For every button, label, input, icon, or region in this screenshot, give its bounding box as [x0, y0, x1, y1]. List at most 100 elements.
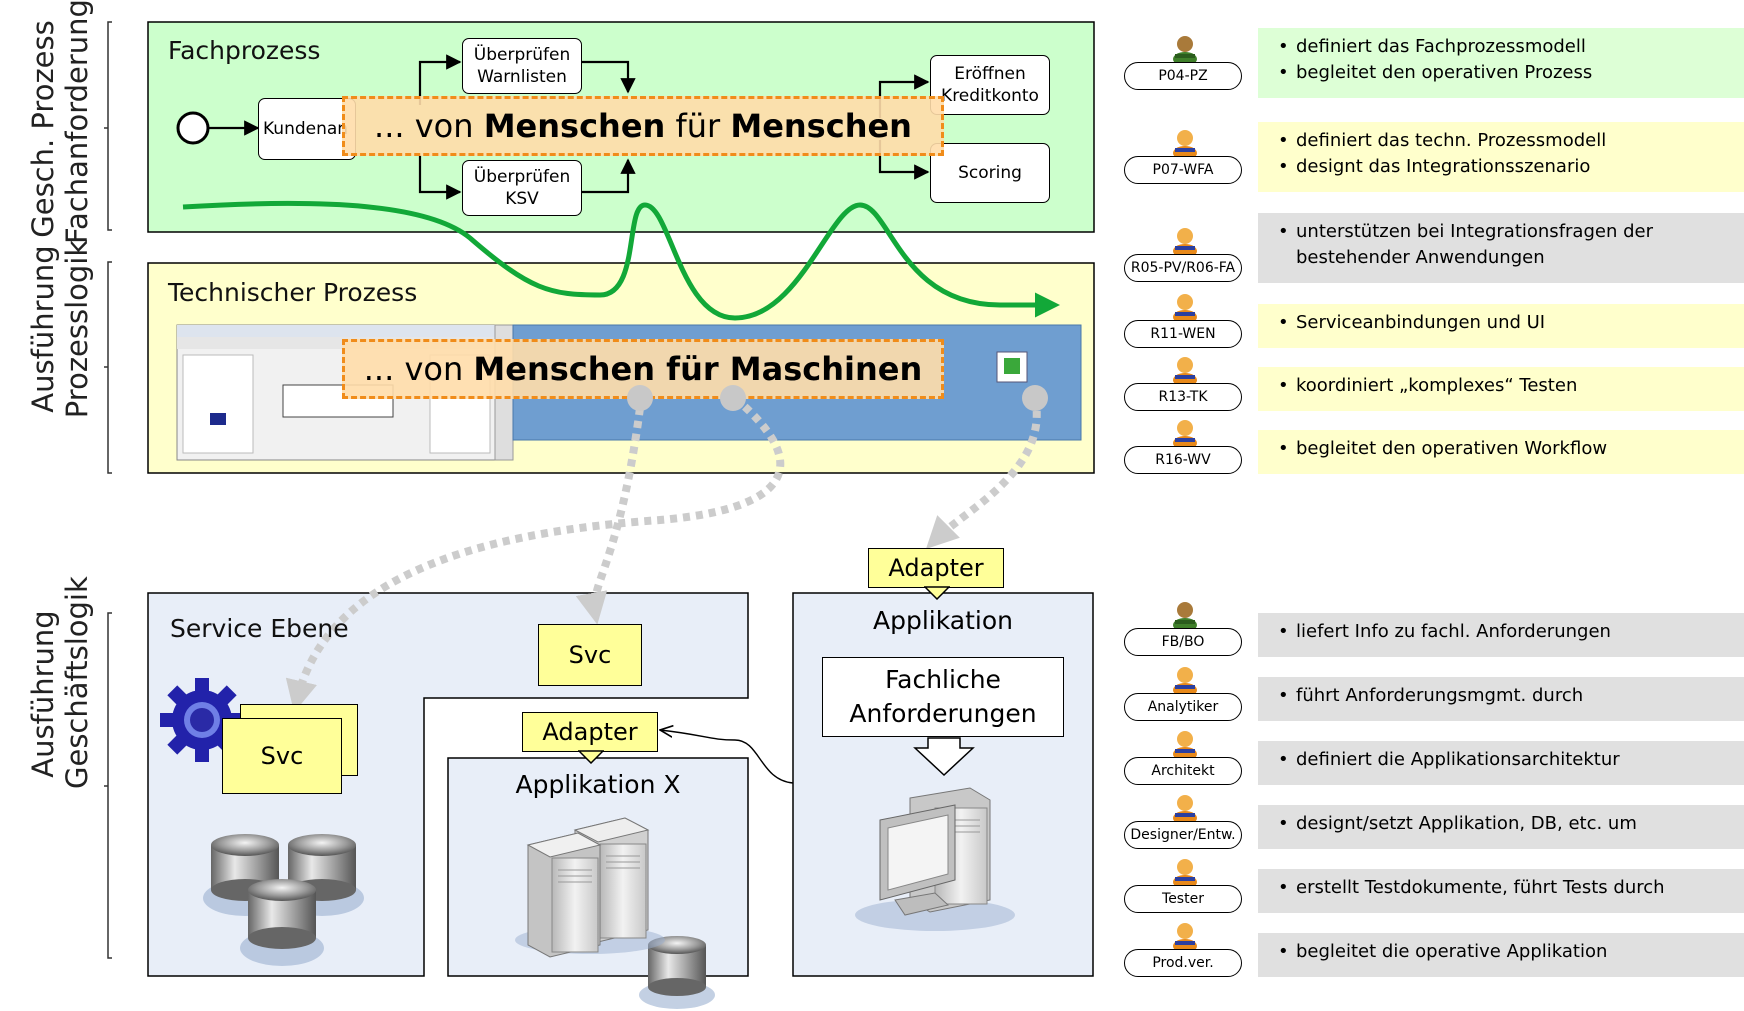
- database-cluster-icon: [203, 834, 364, 966]
- requirements-box: Fachliche Anforderungen: [822, 657, 1064, 737]
- person-icon: [1173, 420, 1197, 448]
- role-label: Analytiker: [1124, 693, 1242, 721]
- workstation-icon: [855, 787, 1015, 931]
- role-label: P07-WFA: [1124, 156, 1242, 184]
- role-description-item: begleitet die operative Applikation: [1296, 939, 1734, 965]
- role-description: Serviceanbindungen und UI: [1258, 304, 1744, 348]
- role-label: Tester: [1124, 885, 1242, 913]
- adapter-box: Adapter: [522, 712, 658, 752]
- banner-text: ... von: [374, 107, 484, 145]
- role-description-list: unterstützen bei Integrationsfragen der …: [1296, 219, 1734, 271]
- role-description: erstellt Testdokumente, führt Tests durc…: [1258, 869, 1744, 913]
- banner-text: ... von: [363, 350, 474, 388]
- person-icon: [1173, 130, 1197, 158]
- node-label: Kundenan: [263, 119, 349, 139]
- service-ebene-title: Service Ebene: [170, 614, 349, 643]
- role-label: P04-PZ: [1124, 62, 1242, 90]
- adapter-notch: [578, 750, 604, 764]
- banner-menschen-fuer-menschen: ... von Menschen für Menschen: [342, 96, 944, 156]
- process-node-kreditkonto: Eröffnen Kreditkonto: [930, 55, 1050, 115]
- process-node-kundenantrag: Kundenan: [258, 98, 356, 160]
- role-description-list: erstellt Testdokumente, führt Tests durc…: [1296, 875, 1734, 901]
- role-label: FB/BO: [1124, 628, 1242, 656]
- node-label: KSV: [505, 189, 539, 209]
- role-description-list: führt Anforderungsmgmt. durch: [1296, 683, 1734, 709]
- role-description-list: Serviceanbindungen und UI: [1296, 310, 1734, 336]
- banner-bold-text: Menschen: [730, 107, 912, 145]
- role-label: Designer/Entw.: [1124, 821, 1242, 849]
- service-label: Svc: [260, 742, 304, 770]
- adapter-notch: [924, 586, 950, 600]
- role-description-item: liefert Info zu fachl. Anforderungen: [1296, 619, 1734, 645]
- node-label: Überprüfen: [473, 45, 571, 65]
- role-description: unterstützen bei Integrationsfragen der …: [1258, 213, 1744, 283]
- role-label: Architekt: [1124, 757, 1242, 785]
- process-node-scoring: Scoring: [930, 143, 1050, 203]
- applikation-x-title: Applikation X: [515, 770, 681, 799]
- gear-icon: [160, 678, 244, 762]
- adapter-label: Adapter: [542, 718, 638, 746]
- person-icon: [1173, 602, 1197, 630]
- role-description: definiert das Fachprozessmodellbegleitet…: [1258, 28, 1744, 98]
- role-description-item: definiert das techn. Prozessmodell: [1296, 128, 1734, 154]
- role-description-item: definiert das Fachprozessmodell: [1296, 34, 1734, 60]
- role-label: Prod.ver.: [1124, 949, 1242, 977]
- fachprozess-title: Fachprozess: [168, 36, 321, 65]
- process-node-warnlisten: Überprüfen Warnlisten: [462, 38, 582, 94]
- role-label: R13-TK: [1124, 383, 1242, 411]
- process-node-ksv: Überprüfen KSV: [462, 160, 582, 216]
- role-description: führt Anforderungsmgmt. durch: [1258, 677, 1744, 721]
- role-description-item: designt das Integrationsszenario: [1296, 154, 1734, 180]
- database-icon: [240, 879, 324, 966]
- role-description-list: definiert die Applikationsarchitektur: [1296, 747, 1734, 773]
- banner-menschen-fuer-maschinen: ... von Menschen für Maschinen: [342, 339, 944, 399]
- adapter-box: Adapter: [868, 548, 1004, 588]
- role-description-item: begleitet den operativen Prozess: [1296, 60, 1734, 86]
- role-description-list: begleitet den operativen Workflow: [1296, 436, 1734, 462]
- person-icon: [1173, 667, 1197, 695]
- role-description-list: definiert das techn. Prozessmodelldesign…: [1296, 128, 1734, 180]
- server-icon: [515, 817, 665, 958]
- technischer-prozess-title: Technischer Prozess: [168, 278, 418, 307]
- role-description: designt/setzt Applikation, DB, etc. um: [1258, 805, 1744, 849]
- role-description: koordiniert „komplexes“ Testen: [1258, 367, 1744, 411]
- role-description: definiert das techn. Prozessmodelldesign…: [1258, 122, 1744, 192]
- adapter-label: Adapter: [888, 554, 984, 582]
- role-description: begleitet die operative Applikation: [1258, 933, 1744, 977]
- service-box: Svc: [538, 624, 642, 686]
- role-description: begleitet den operativen Workflow: [1258, 430, 1744, 474]
- banner-text: für: [665, 107, 731, 145]
- role-description-list: koordiniert „komplexes“ Testen: [1296, 373, 1734, 399]
- role-description: definiert die Applikationsarchitektur: [1258, 741, 1744, 785]
- node-label: Kreditkonto: [941, 86, 1039, 106]
- person-icon: [1173, 228, 1197, 256]
- node-label: Überprüfen: [473, 167, 571, 187]
- banner-bold-text: Menschen für Maschinen: [473, 350, 923, 388]
- node-label: Warnlisten: [477, 67, 567, 87]
- person-icon: [1173, 731, 1197, 759]
- person-icon: [1173, 36, 1197, 64]
- role-label: R11-WEN: [1124, 320, 1242, 348]
- role-description: liefert Info zu fachl. Anforderungen: [1258, 613, 1744, 657]
- role-description-item: erstellt Testdokumente, führt Tests durc…: [1296, 875, 1734, 901]
- node-label: Eröffnen: [954, 64, 1026, 84]
- role-description-item: designt/setzt Applikation, DB, etc. um: [1296, 811, 1734, 837]
- role-description-item: koordiniert „komplexes“ Testen: [1296, 373, 1734, 399]
- role-description-list: designt/setzt Applikation, DB, etc. um: [1296, 811, 1734, 837]
- banner-bold-text: Menschen: [483, 107, 666, 145]
- role-description-item: führt Anforderungsmgmt. durch: [1296, 683, 1734, 709]
- requirements-label: Fachliche: [885, 665, 1001, 694]
- node-label: Scoring: [958, 163, 1022, 183]
- role-description-item: begleitet den operativen Workflow: [1296, 436, 1734, 462]
- person-icon: [1173, 357, 1197, 385]
- role-description-item: definiert die Applikationsarchitektur: [1296, 747, 1734, 773]
- service-box: Svc: [222, 718, 342, 794]
- person-icon: [1173, 859, 1197, 887]
- role-description-list: begleitet die operative Applikation: [1296, 939, 1734, 965]
- section-bracket: [104, 21, 112, 959]
- person-icon: [1173, 923, 1197, 951]
- applikation-title: Applikation: [873, 606, 1013, 635]
- role-label: R05-PV/R06-FA: [1124, 254, 1242, 282]
- role-description-item: Serviceanbindungen und UI: [1296, 310, 1734, 336]
- service-label: Svc: [568, 641, 612, 669]
